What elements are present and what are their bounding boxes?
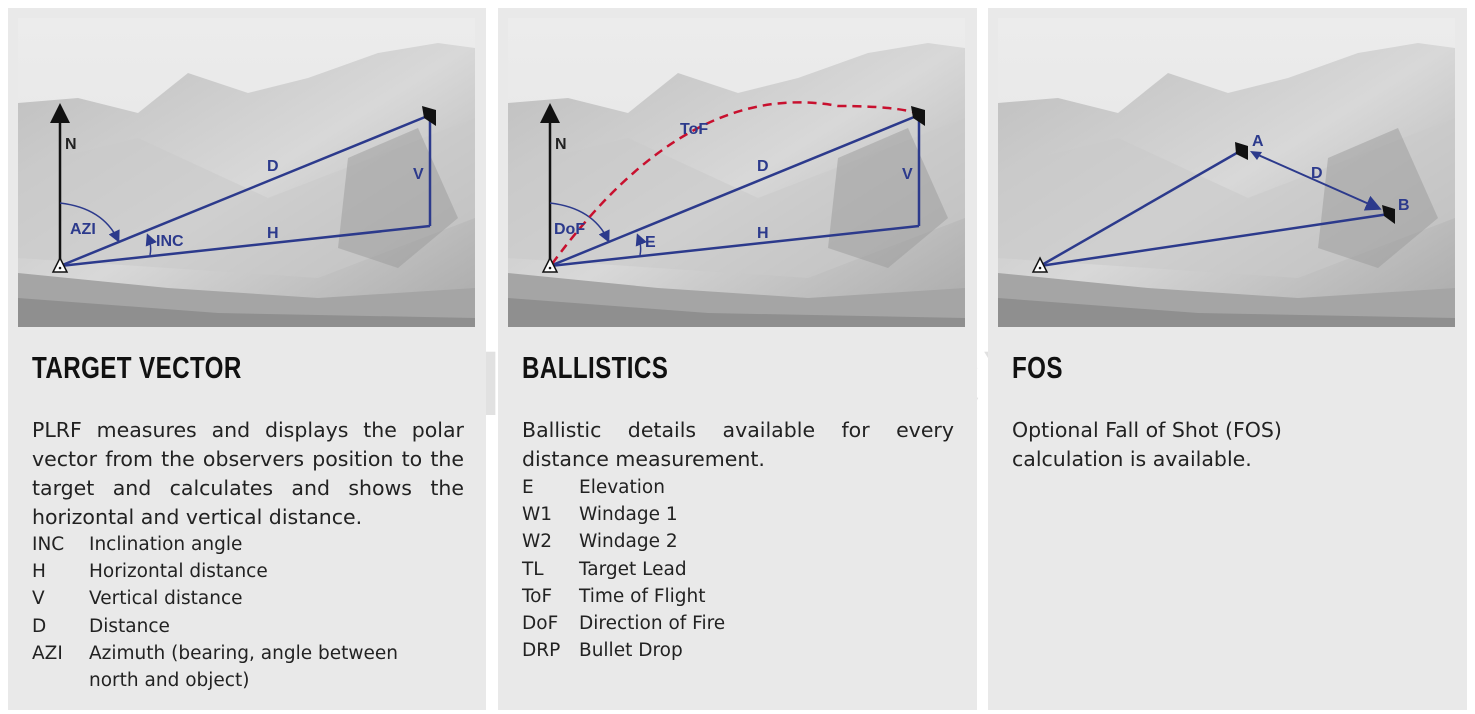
definition-desc: Azimuth (bearing, angle between north an… — [89, 642, 398, 692]
target-b-icon — [1382, 205, 1395, 224]
label-horizontal: H — [267, 225, 279, 242]
definition-item: INC Inclination angle — [32, 531, 439, 558]
definition-item: TL Target Lead — [522, 556, 929, 583]
label-vertical: V — [413, 166, 424, 183]
definition-abbr: ToF — [522, 585, 553, 607]
definition-abbr: DoF — [522, 613, 559, 635]
observer-icon — [1031, 256, 1049, 273]
definition-abbr: H — [32, 561, 46, 583]
target-vector-diagram: N D V AZI INC H — [18, 18, 475, 327]
label-target-a: A — [1252, 133, 1264, 150]
label-north: N — [65, 136, 77, 153]
panel-target-vector: N D V AZI INC H TARGET VECTOR PLRF measu… — [8, 8, 486, 710]
definition-item: W2 Windage 2 — [522, 528, 929, 555]
target-icon — [911, 106, 925, 126]
horizontal-line — [549, 224, 920, 268]
definition-desc: Inclination angle — [89, 534, 243, 555]
azimuth-arc — [59, 202, 120, 243]
observer-icon — [541, 256, 559, 273]
panel-description: PLRF measures and displays the polar vec… — [32, 418, 464, 529]
definition-desc: Bullet Drop — [579, 640, 683, 662]
definition-abbr: W2 — [522, 531, 553, 553]
definition-item: E Elevation — [522, 474, 929, 501]
label-distance: D — [267, 158, 279, 175]
panel-title: FOS — [1012, 350, 1063, 385]
fos-diagram: A D B — [998, 18, 1455, 327]
definition-desc: Windage 1 — [579, 504, 678, 526]
label-direction-of-fire: DoF — [554, 221, 585, 238]
label-time-of-flight: ToF — [680, 121, 708, 138]
definition-item: H Horizontal distance — [32, 558, 439, 585]
definition-desc: Windage 2 — [579, 531, 678, 553]
definition-item: ToF Time of Flight — [522, 583, 929, 610]
definition-item: DRP Bullet Drop — [522, 637, 929, 664]
label-distance: D — [1311, 165, 1323, 182]
definitions-list: E Elevation W1 Windage 1 W2 Windage 2 TL Tar… — [522, 474, 929, 664]
definition-desc: Horizontal distance — [89, 561, 268, 583]
definition-abbr: E — [522, 477, 534, 498]
label-azimuth: AZI — [70, 221, 96, 238]
definition-abbr: V — [32, 588, 45, 610]
definition-desc: Elevation — [579, 477, 665, 498]
panel-description: Optional Fall of Shot (FOS) calculation … — [1012, 418, 1282, 471]
panel-ballistics: N ToF D V DoF E H BALLISTICS Ballistic d… — [498, 8, 977, 710]
observer-icon — [51, 256, 69, 273]
definition-desc: Time of Flight — [579, 585, 706, 607]
definition-item: D Distance — [32, 613, 439, 640]
distance-a-b-line — [1255, 153, 1382, 211]
panel-description: Ballistic details available for every di… — [522, 418, 954, 471]
definition-item: AZI Azimuth (bearing, angle between north… — [32, 640, 439, 694]
panel-title: TARGET VECTOR — [32, 350, 242, 385]
distance-line — [549, 113, 920, 268]
definition-abbr: D — [32, 615, 47, 637]
definitions-list: INC Inclination angle H Horizontal distanc… — [32, 531, 439, 694]
definition-item: W1 Windage 1 — [522, 501, 929, 528]
definition-desc: Vertical distance — [89, 588, 243, 610]
direction-of-fire-arc — [549, 202, 610, 243]
definition-abbr: DRP — [522, 640, 561, 662]
panel-fos: A D B FOS Optional Fall of Shot (FOS) ca… — [988, 8, 1467, 710]
line-to-target-a — [1039, 148, 1243, 268]
definition-desc: Distance — [89, 615, 170, 637]
distance-line — [59, 113, 431, 268]
definition-desc: Direction of Fire — [579, 613, 726, 635]
target-a-icon — [1235, 142, 1248, 160]
label-vertical: V — [902, 166, 913, 183]
horizontal-line — [59, 224, 431, 268]
definition-abbr: TL — [522, 558, 544, 580]
inclination-arc — [145, 233, 157, 256]
label-elevation: E — [645, 234, 656, 251]
label-inclination: INC — [156, 233, 184, 250]
definition-abbr: W1 — [522, 504, 553, 526]
definition-abbr: INC — [32, 534, 65, 555]
label-north: N — [555, 136, 567, 153]
label-target-b: B — [1398, 197, 1410, 214]
definition-item: DoF Direction of Fire — [522, 610, 929, 637]
panel-title: BALLISTICS — [522, 350, 669, 385]
definition-item: V Vertical distance — [32, 585, 439, 612]
definition-desc: Target Lead — [579, 558, 687, 580]
ballistics-diagram: N ToF D V DoF E H — [508, 18, 965, 327]
line-to-target-b — [1039, 212, 1390, 268]
trajectory-curve — [550, 101, 920, 265]
target-icon — [422, 106, 436, 126]
label-horizontal: H — [757, 225, 769, 242]
label-distance: D — [757, 158, 769, 175]
definition-abbr: AZI — [32, 642, 63, 664]
elevation-arc — [635, 233, 647, 256]
